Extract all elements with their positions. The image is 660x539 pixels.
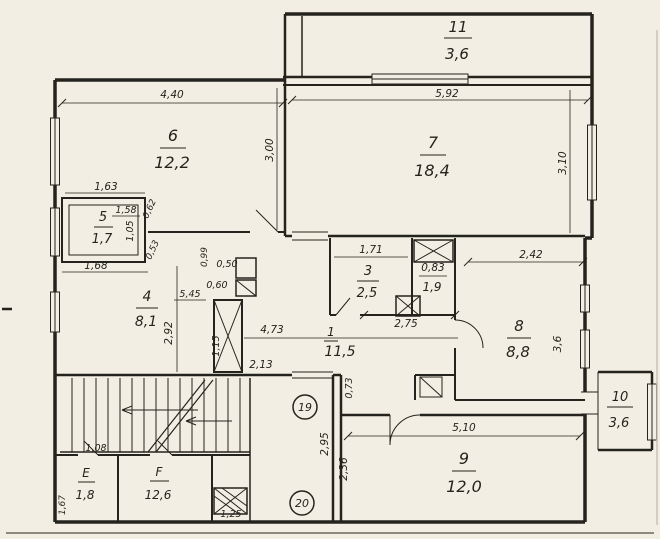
room-5-area: 1,7 [92,232,113,247]
stair-direction-arrow [121,405,232,426]
scan-artifacts [2,30,658,534]
flat-20-number: 20 [295,497,309,510]
dim-corridor-width: 4,73 [260,324,283,336]
room-1-number: 1 [327,325,335,339]
dim-room5-width: 1,58 [115,205,136,216]
room-4-area: 8,1 [135,314,157,330]
dim-corridor-c: 2,75 [394,318,418,330]
dimension-lines [57,88,593,441]
room-10-area: 3,6 [609,416,630,431]
room-10-number: 10 [612,390,629,405]
room-7-number: 7 [428,133,439,152]
windows [50,73,657,441]
room-1-area: 11,5 [324,344,355,360]
dim-corridor-b: 2,13 [249,359,272,371]
room-labels: 11 3,6 7 18,4 6 12,2 5 1,7 4 8,1 3 2,5 0… [75,18,633,502]
dim-room6-height: 3,00 [264,138,276,162]
flat-20-circle [289,490,315,516]
room-f-area: 12,6 [145,488,172,502]
dim-room8-height: 3,6 [552,335,564,352]
room-f-number: F [156,465,164,479]
dim-landing-height: 2,95 [319,432,331,456]
room-11-number: 11 [448,18,467,36]
dim-stair-width: 1,15 [211,335,222,356]
room-6-area: 12,2 [154,153,190,172]
dim-room6-width: 4,40 [160,89,184,101]
room-11-area: 3,6 [445,45,469,63]
room-9-number: 9 [459,449,469,468]
room-e-area: 1,8 [75,488,94,502]
dim-duct-a: 0,50 [216,259,237,270]
room-6-number: 6 [168,126,178,145]
dim-room5-bottom: 1,68 [84,260,108,272]
dim-room8-width: 2,42 [519,249,543,261]
dim-hall-c: 0,99 [200,247,210,267]
room-7-area: 18,4 [414,161,450,180]
dim-room5-height: 1,05 [125,220,136,241]
dim-room7-height: 3,10 [557,151,569,175]
flat-markers: 19 20 [289,394,318,516]
room-8-number: 8 [514,317,524,335]
room-9-area: 12,0 [446,477,482,496]
dim-passage-width: 0,73 [344,377,355,398]
room-wc-area: 1,9 [422,280,441,294]
dim-roome-height: 1,67 [58,495,68,515]
staircase [60,378,250,453]
dim-room7-width: 5,92 [435,88,459,100]
dim-box-width: 1,25 [220,509,241,520]
room-3-area: 2,5 [357,286,378,301]
room-e-number: E [82,466,90,480]
flat-19-number: 19 [298,401,312,414]
room-8-area: 8,8 [506,343,530,361]
dim-hall-width: 5,45 [179,289,200,300]
dim-room4-height: 2,92 [163,321,175,345]
room-5-number: 5 [99,210,107,225]
dim-room9-width: 5,10 [452,422,476,434]
dim-roome-width: 1,08 [85,443,106,454]
inner-walls [55,16,654,522]
dim-room3-width: 1,71 [359,244,382,256]
room-4-number: 4 [143,289,152,305]
flat-19-circle [292,394,318,420]
dim-duct-b: 0,60 [206,280,227,291]
dim-room9-height: 2,36 [338,457,350,481]
room-3-number: 3 [364,264,372,279]
dim-wc-width: 0,83 [421,262,444,274]
dim-hall-b: 0,53 [144,239,162,262]
dim-room5-top: 1,63 [94,181,117,193]
